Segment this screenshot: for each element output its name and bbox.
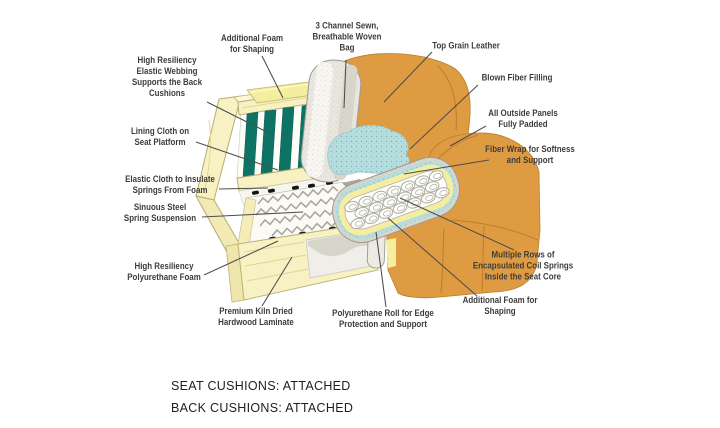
leader-elastic-cloth (218, 187, 269, 190)
leader-top-grain-leather (383, 51, 433, 103)
callout-sinuous-springs: Sinuous Steel Spring Suspension (123, 202, 197, 223)
callout-elastic-webbing: High Resiliency Elastic Webbing Supports… (132, 55, 202, 98)
callout-additional-foam-seat: Additional Foam for Shaping (462, 295, 538, 316)
seat-cushions-note: SEAT CUSHIONS: ATTACHED (171, 379, 351, 393)
leader-polyurethane-roll (375, 231, 387, 308)
callout-polyurethane-roll: Polyurethane Roll for Edge Protection an… (332, 308, 434, 329)
leader-polyurethane-foam (203, 240, 279, 276)
callout-top-grain-leather: Top Grain Leather (432, 40, 500, 51)
leader-lines (195, 51, 515, 308)
blown-fiber-patch (327, 124, 410, 175)
seat-core-cut (332, 156, 460, 244)
callout-lining-cloth: Lining Cloth on Seat Platform (130, 126, 190, 147)
callout-hardwood-laminate: Premium Kiln Dried Hardwood Laminate (218, 306, 294, 327)
back-cushions-note: BACK CUSHIONS: ATTACHED (171, 401, 354, 415)
callout-fiber-wrap: Fiber Wrap for Softness and Support (485, 144, 575, 165)
callout-additional-foam-top: Additional Foam for Shaping (220, 33, 284, 54)
leader-channel-sewn-bag (343, 59, 347, 109)
leader-additional-foam-seat (387, 217, 478, 297)
leader-blown-fiber (409, 84, 479, 150)
leader-additional-foam-top (261, 55, 284, 99)
leader-hardwood-laminate (261, 256, 293, 307)
callout-coil-springs: Multiple Rows of Encapsulated Coil Sprin… (472, 249, 574, 282)
leader-elastic-webbing (206, 101, 274, 136)
callout-blown-fiber-filling: Blown Fiber Filling (481, 72, 553, 83)
leader-sinuous-springs (201, 211, 304, 218)
leader-lining-cloth (195, 141, 279, 171)
leader-coil-springs (399, 197, 515, 251)
edge-foam-strip (386, 238, 396, 268)
callout-outside-panels: All Outside Panels Fully Padded (488, 108, 558, 129)
leader-outside-panels (449, 125, 487, 147)
callout-polyurethane-foam: High Resiliency Polyurethane Foam (127, 261, 201, 282)
callout-channel-sewn-bag: 3 Channel Sewn, Breathable Woven Bag (312, 20, 382, 53)
leader-fiber-wrap (403, 159, 490, 175)
callout-elastic-cloth: Elastic Cloth to Insulate Springs From F… (125, 174, 215, 195)
